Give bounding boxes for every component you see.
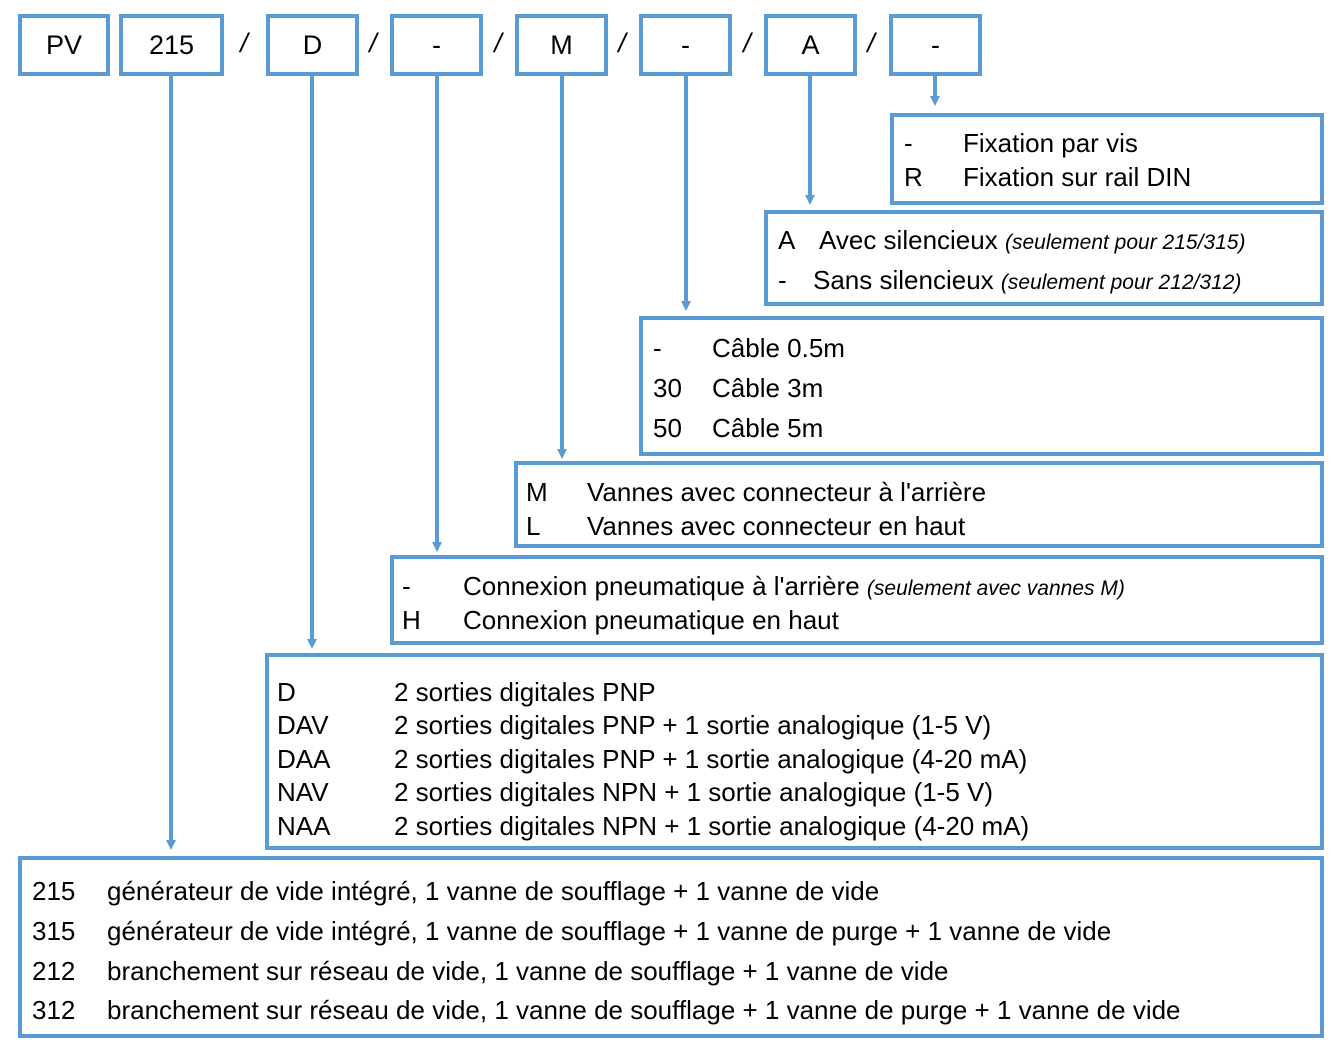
code-segment-label: - bbox=[931, 29, 940, 60]
fixation-options-box: - Fixation par vis R Fixation sur rail D… bbox=[890, 113, 1324, 205]
code-segment-dash2: - bbox=[639, 14, 732, 76]
separator: / bbox=[618, 28, 626, 58]
option-desc: 2 sorties digitales NPN + 1 sortie analo… bbox=[394, 811, 1030, 841]
option-desc-text: Avec silencieux bbox=[819, 225, 998, 255]
option-desc: branchement sur réseau de vide, 1 vanne … bbox=[107, 995, 1181, 1025]
option-code: D bbox=[277, 677, 296, 707]
option-code: L bbox=[526, 511, 541, 541]
option-code: M bbox=[526, 477, 548, 507]
option-code: - bbox=[402, 571, 411, 601]
option-desc: générateur de vide intégré, 1 vanne de s… bbox=[107, 916, 1112, 946]
option-desc-text: Connexion pneumatique à l'arrière bbox=[463, 571, 860, 601]
code-segment-label: - bbox=[681, 29, 690, 60]
code-segment-label: PV bbox=[45, 29, 83, 60]
cable-options-box: - Câble 0.5m 30 Câble 3m 50 Câble 5m bbox=[639, 316, 1324, 456]
code-segment-label: D bbox=[302, 29, 323, 60]
separator: / bbox=[867, 28, 875, 58]
code-segment-pv: PV bbox=[18, 14, 110, 76]
option-code: 30 bbox=[653, 373, 682, 403]
option-code: 212 bbox=[32, 956, 76, 986]
option-code: A bbox=[778, 225, 796, 255]
separator: / bbox=[240, 28, 248, 58]
code-segment-label: 215 bbox=[148, 29, 195, 60]
option-code: DAA bbox=[277, 744, 331, 774]
option-desc: générateur de vide intégré, 1 vanne de s… bbox=[107, 876, 880, 906]
generateur-options-box: 215 générateur de vide intégré, 1 vanne … bbox=[18, 856, 1324, 1038]
option-code: R bbox=[904, 162, 923, 192]
code-segment-d: D bbox=[266, 14, 359, 76]
option-desc: branchement sur réseau de vide, 1 vanne … bbox=[107, 956, 949, 986]
option-code: - bbox=[904, 128, 913, 158]
option-desc: Connexion pneumatique à l'arrière (seule… bbox=[463, 571, 1125, 602]
code-segment-dash3: - bbox=[889, 14, 982, 76]
code-segment-m: M bbox=[515, 14, 608, 76]
option-desc: Avec silencieux (seulement pour 215/315) bbox=[819, 225, 1245, 256]
option-desc: 2 sorties digitales PNP + 1 sortie analo… bbox=[394, 710, 992, 740]
option-code: NAA bbox=[277, 811, 331, 841]
option-code: 315 bbox=[32, 916, 76, 946]
code-segment-a: A bbox=[764, 14, 857, 76]
option-code: DAV bbox=[277, 710, 329, 740]
option-desc: Fixation par vis bbox=[963, 128, 1138, 158]
option-code: 215 bbox=[32, 876, 76, 906]
option-desc: Câble 5m bbox=[712, 413, 824, 443]
code-segment-label: A bbox=[801, 29, 820, 60]
option-desc: 2 sorties digitales NPN + 1 sortie analo… bbox=[394, 777, 994, 807]
option-desc: Vannes avec connecteur à l'arrière bbox=[587, 477, 987, 507]
option-desc: Câble 3m bbox=[712, 373, 824, 403]
separator: / bbox=[743, 28, 751, 58]
option-desc: Vannes avec connecteur en haut bbox=[587, 511, 966, 541]
code-segment-215: 215 bbox=[119, 14, 224, 76]
connexion-options-box: - Connexion pneumatique à l'arrière (seu… bbox=[390, 555, 1324, 645]
code-segment-dash1: - bbox=[390, 14, 483, 76]
option-code: NAV bbox=[277, 777, 329, 807]
vannes-options-box: M Vannes avec connecteur à l'arrière L V… bbox=[514, 461, 1324, 548]
option-code: - bbox=[653, 333, 662, 363]
option-code: - bbox=[778, 265, 787, 295]
option-desc: Câble 0.5m bbox=[712, 333, 845, 363]
option-desc: Fixation sur rail DIN bbox=[963, 162, 1192, 192]
option-code: 50 bbox=[653, 413, 682, 443]
option-note: (seulement avec vannes M) bbox=[866, 577, 1125, 600]
option-note: (seulement pour 215/315) bbox=[1004, 231, 1246, 254]
code-segment-label: - bbox=[432, 29, 441, 60]
separator: / bbox=[369, 28, 377, 58]
option-desc-text: Sans silencieux bbox=[813, 265, 994, 295]
separator: / bbox=[494, 28, 502, 58]
option-desc: Sans silencieux (seulement pour 212/312) bbox=[813, 265, 1241, 296]
option-desc: 2 sorties digitales PNP + 1 sortie analo… bbox=[394, 744, 1028, 774]
option-desc: 2 sorties digitales PNP bbox=[394, 677, 656, 707]
option-code: 312 bbox=[32, 995, 76, 1025]
option-code: H bbox=[402, 605, 421, 635]
sorties-options-box: D 2 sorties digitales PNP DAV 2 sorties … bbox=[265, 653, 1324, 850]
option-note: (seulement pour 212/312) bbox=[1000, 271, 1242, 294]
option-desc: Connexion pneumatique en haut bbox=[463, 605, 839, 635]
code-segment-label: M bbox=[550, 29, 573, 60]
silencieux-options-box: A Avec silencieux (seulement pour 215/31… bbox=[764, 210, 1324, 306]
